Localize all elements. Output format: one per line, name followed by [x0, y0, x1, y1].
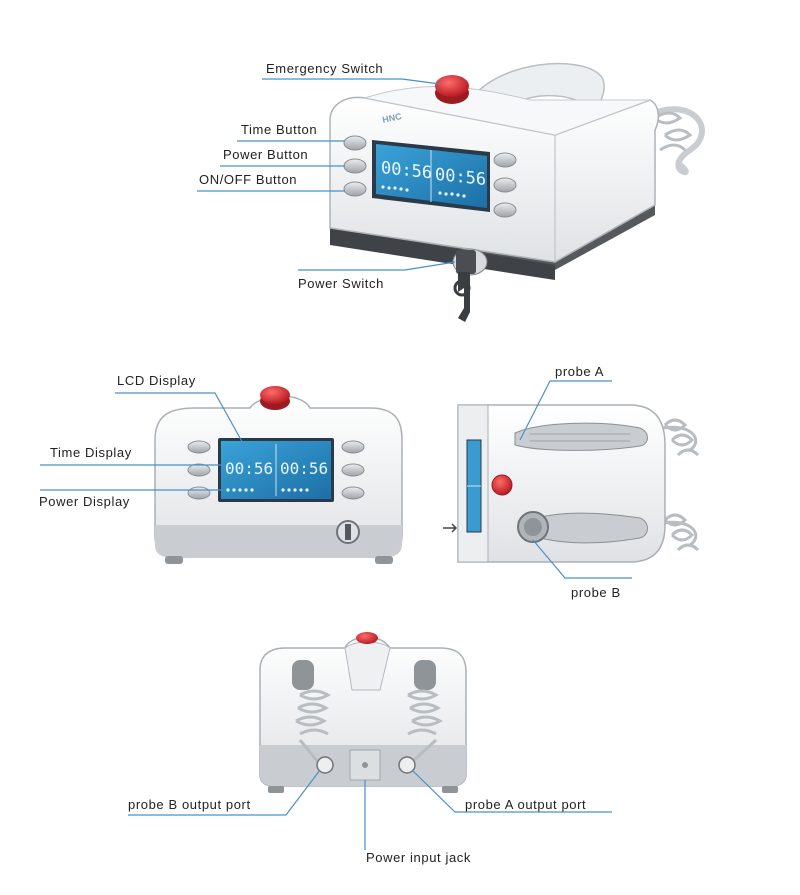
- device-perspective-view: 00:56 00:56 HNC: [329, 62, 705, 322]
- label-time-display: Time Display: [50, 445, 132, 460]
- probe-a-port-shape: [398, 756, 416, 774]
- leader-lines-top: [197, 78, 456, 271]
- label-lcd-display: LCD Display: [117, 373, 196, 388]
- label-probe-b-output-port: probe B output port: [128, 797, 251, 812]
- label-probe-a-output-port: probe A output port: [465, 797, 587, 812]
- time-button-shape: [343, 135, 367, 151]
- label-onoff-button: ON/OFF Button: [199, 172, 298, 187]
- label-probe-a: probe A: [555, 364, 605, 379]
- device-top-view: [443, 404, 700, 563]
- probe-b-port-shape: [316, 756, 334, 774]
- label-power-display: Power Display: [39, 494, 130, 509]
- front-lcd-time-a: 00:56: [225, 459, 273, 478]
- power-button-shape: [343, 158, 367, 174]
- leader-lines-side: [519, 380, 632, 579]
- device-back-view: [259, 632, 467, 793]
- power-switch-key: [456, 250, 476, 274]
- label-time-button: Time Button: [241, 122, 318, 137]
- leader-lines-bottom: [128, 769, 612, 850]
- emergency-switch-shape: [435, 75, 469, 97]
- brand-logo: HNC: [381, 111, 403, 125]
- leader-lines-front: [40, 392, 246, 491]
- front-lcd-time-b: 00:56: [280, 459, 328, 478]
- onoff-button-shape: [343, 181, 367, 197]
- label-power-input-jack: Power input jack: [366, 850, 471, 865]
- device-front-view: 00:56 00:56: [154, 386, 403, 564]
- label-probe-b: probe B: [571, 585, 621, 600]
- label-power-button: Power Button: [223, 147, 309, 162]
- label-emergency-switch: Emergency Switch: [266, 61, 384, 76]
- label-power-switch: Power Switch: [298, 276, 384, 291]
